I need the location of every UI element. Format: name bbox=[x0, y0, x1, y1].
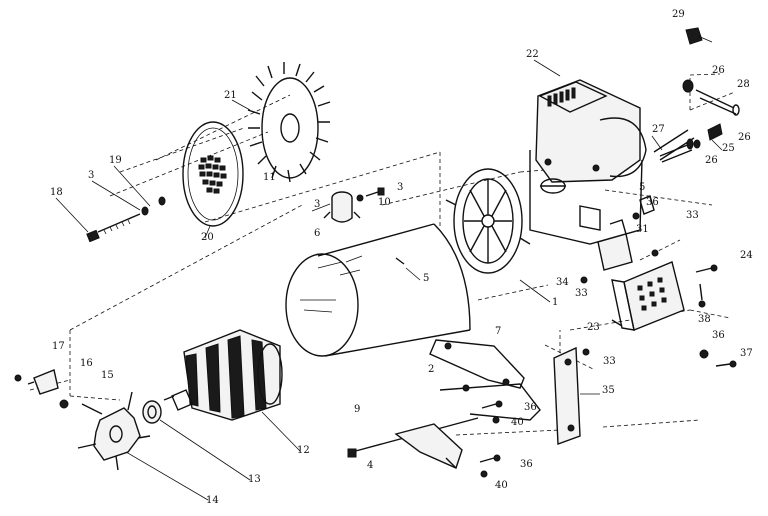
label-leaders bbox=[55, 59, 723, 501]
callout-label-31: 31 bbox=[636, 224, 649, 235]
callout-label-16: 16 bbox=[80, 358, 93, 369]
callout-label-26c: 26 bbox=[705, 155, 718, 166]
rotor-part-12 bbox=[163, 329, 283, 421]
callout-label-5a: 5 bbox=[639, 182, 645, 193]
blade-part-14 bbox=[77, 391, 151, 471]
callout-label-21: 21 bbox=[224, 90, 237, 101]
callout-label-20: 20 bbox=[201, 232, 214, 243]
callout-label-1: 1 bbox=[552, 297, 558, 308]
rear-cover-part-20 bbox=[182, 121, 244, 227]
callout-label-22: 22 bbox=[526, 49, 539, 60]
callout-label-25: 25 bbox=[722, 143, 735, 154]
callout-label-34: 34 bbox=[556, 277, 569, 288]
callout-label-36b: 36 bbox=[712, 330, 725, 341]
callout-label-38: 38 bbox=[698, 314, 711, 325]
callout-label-33a: 33 bbox=[686, 210, 699, 221]
bolts-parts-36-40 bbox=[479, 400, 503, 478]
callout-label-5b: 5 bbox=[423, 273, 429, 284]
bearing-part-13 bbox=[142, 400, 162, 424]
frame-rail-part-7 bbox=[429, 339, 525, 389]
fan-part-21 bbox=[247, 62, 331, 183]
callout-label-40b: 40 bbox=[495, 480, 508, 491]
callout-label-2: 2 bbox=[428, 364, 434, 375]
callout-label-24: 24 bbox=[740, 250, 753, 261]
support-bracket-part-35 bbox=[553, 346, 590, 445]
callout-label-13: 13 bbox=[248, 474, 261, 485]
callout-label-11: 11 bbox=[263, 172, 276, 183]
callout-label-36a: 36 bbox=[646, 197, 659, 208]
callout-label-33c: 33 bbox=[603, 356, 616, 367]
stator-housing-cylinder bbox=[285, 223, 471, 357]
callout-label-26b: 26 bbox=[738, 132, 751, 143]
callout-label-19: 19 bbox=[109, 155, 122, 166]
callout-label-7: 7 bbox=[495, 326, 501, 337]
callout-label-35: 35 bbox=[602, 385, 615, 396]
small-parts-15-17 bbox=[14, 369, 69, 409]
callout-label-12: 12 bbox=[297, 445, 310, 456]
rail-part-2 bbox=[439, 383, 541, 421]
end-bell-part-1 bbox=[445, 168, 531, 274]
washers-part-19-3 bbox=[141, 196, 166, 216]
callout-label-36d: 36 bbox=[520, 459, 533, 470]
bracket-part-6 bbox=[323, 191, 361, 223]
callout-label-6: 6 bbox=[314, 228, 320, 239]
foot-part-4 bbox=[394, 423, 463, 469]
bolt-part-18 bbox=[86, 213, 141, 243]
screws-parts-24-38 bbox=[695, 264, 737, 368]
callout-label-18: 18 bbox=[50, 187, 63, 198]
callout-label-28: 28 bbox=[737, 79, 750, 90]
callout-label-4: 4 bbox=[367, 460, 373, 471]
bolt-part-10 bbox=[356, 187, 385, 202]
callout-label-17: 17 bbox=[52, 341, 65, 352]
callout-label-40a: 40 bbox=[511, 417, 524, 428]
callout-label-14: 14 bbox=[206, 495, 219, 506]
callout-label-36c: 36 bbox=[524, 402, 537, 413]
callout-label-29: 29 bbox=[672, 9, 685, 20]
callout-label-9: 9 bbox=[354, 404, 360, 415]
callout-label-15: 15 bbox=[101, 370, 114, 381]
callout-label-27: 27 bbox=[652, 124, 665, 135]
mount-parts-31-34 bbox=[580, 195, 659, 284]
callout-label-10: 10 bbox=[378, 197, 391, 208]
callout-label-23: 23 bbox=[587, 322, 600, 333]
hardware-parts-25-29 bbox=[659, 27, 740, 163]
callout-label-33b: 33 bbox=[575, 288, 588, 299]
callout-label-3b: 3 bbox=[397, 182, 403, 193]
callout-label-3c: 3 bbox=[314, 199, 320, 210]
control-box-part-23 bbox=[611, 261, 685, 331]
assembly-leader-lines bbox=[29, 73, 736, 436]
engine-part-22 bbox=[529, 79, 695, 245]
callout-label-37: 37 bbox=[740, 348, 753, 359]
callout-label-3a: 3 bbox=[88, 170, 94, 181]
callout-label-26a: 26 bbox=[712, 65, 725, 76]
